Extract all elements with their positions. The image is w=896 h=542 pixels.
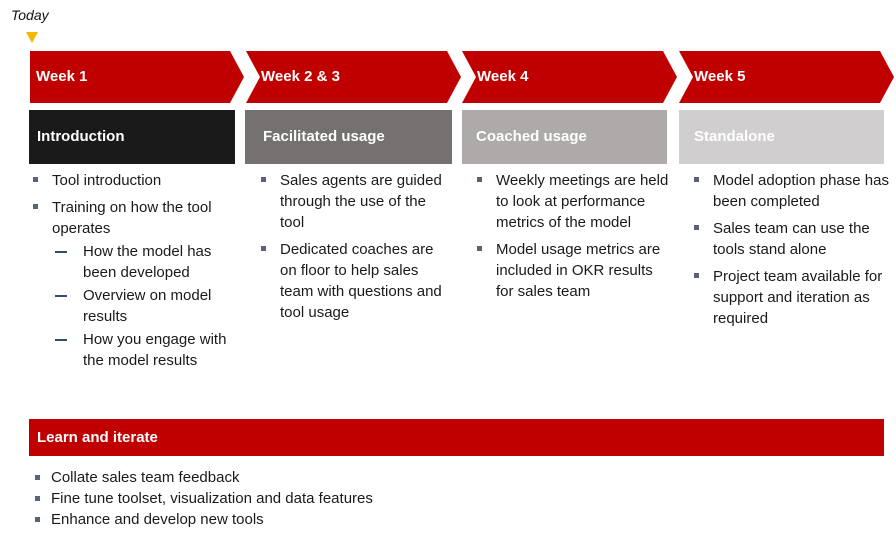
week-5-label: Week 5: [694, 68, 746, 85]
square-bullet-icon: [694, 177, 699, 182]
list-subitem: Overview on model results: [30, 285, 230, 327]
week-1-chevron: Week 1: [30, 51, 244, 103]
week-2-3-chevron: Week 2 & 3: [246, 51, 461, 103]
list-item: Dedicated coaches are on floor to help s…: [258, 239, 448, 323]
list-item: Weekly meetings are held to look at perf…: [474, 170, 674, 233]
phase-introduction: Introduction: [29, 110, 235, 164]
list-subitem: How the model has been developed: [30, 241, 230, 283]
week-1-label: Week 1: [36, 68, 88, 85]
dash-bullet-icon: [55, 295, 67, 297]
week-4-label: Week 4: [477, 68, 529, 85]
learn-and-iterate-bullets: Collate sales team feedback Fine tune to…: [29, 467, 373, 530]
square-bullet-icon: [261, 246, 266, 251]
dash-bullet-icon: [55, 339, 67, 341]
facilitated-usage-bullets: Sales agents are guided through the use …: [258, 170, 448, 329]
list-subitem: How you engage with the model results: [30, 329, 230, 371]
phase-standalone: Standalone: [679, 110, 884, 164]
standalone-bullets: Model adoption phase has been completed …: [691, 170, 891, 335]
square-bullet-icon: [35, 517, 40, 522]
phase-coached-usage: Coached usage: [462, 110, 667, 164]
list-item: Model usage metrics are included in OKR …: [474, 239, 674, 302]
list-item: Fine tune toolset, visualization and dat…: [29, 488, 373, 509]
dash-bullet-icon: [55, 251, 67, 253]
week-2-3-label: Week 2 & 3: [261, 68, 340, 85]
square-bullet-icon: [35, 496, 40, 501]
coached-usage-bullets: Weekly meetings are held to look at perf…: [474, 170, 674, 308]
list-item: Sales agents are guided through the use …: [258, 170, 448, 233]
square-bullet-icon: [694, 225, 699, 230]
list-item: Project team available for support and i…: [691, 266, 891, 329]
phase-facilitated-usage: Facilitated usage: [245, 110, 452, 164]
list-item: Training on how the tool operates: [30, 197, 230, 239]
week-4-chevron: Week 4: [462, 51, 677, 103]
list-item: Sales team can use the tools stand alone: [691, 218, 891, 260]
today-label: Today: [11, 7, 49, 23]
square-bullet-icon: [694, 273, 699, 278]
square-bullet-icon: [477, 177, 482, 182]
week-5-chevron: Week 5: [679, 51, 894, 103]
list-item: Collate sales team feedback: [29, 467, 373, 488]
introduction-bullets: Tool introduction Training on how the to…: [30, 170, 230, 373]
list-item: Tool introduction: [30, 170, 230, 191]
square-bullet-icon: [477, 246, 482, 251]
list-item: Model adoption phase has been completed: [691, 170, 891, 212]
list-item: Enhance and develop new tools: [29, 509, 373, 530]
today-marker-icon: [26, 32, 38, 43]
learn-and-iterate-bar: Learn and iterate: [29, 419, 884, 456]
square-bullet-icon: [33, 204, 38, 209]
square-bullet-icon: [35, 475, 40, 480]
square-bullet-icon: [33, 177, 38, 182]
square-bullet-icon: [261, 177, 266, 182]
